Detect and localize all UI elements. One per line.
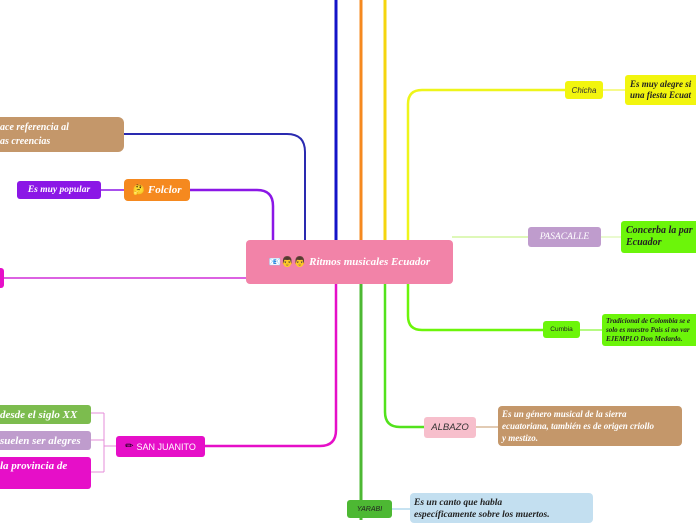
topic-es-muy-popular[interactable]: Es muy popular	[17, 181, 101, 199]
topic-la-provincia-de[interactable]: la provincia de	[0, 457, 91, 489]
topic-chicha[interactable]: Chicha	[565, 81, 603, 99]
envelope-people-icon: 📧👨👨	[268, 256, 307, 268]
folclor-label: Folclor	[147, 184, 182, 196]
es-muy-popular-label: Es muy popular	[27, 185, 91, 195]
central-topic-ritmos-musicales-ecuador[interactable]: 📧👨👨 Ritmos musicales Ecuador	[246, 240, 453, 284]
topic-pasacalle[interactable]: PASACALLE	[528, 227, 601, 247]
yarabi-description-line-2: específicamente sobre los muertos.	[414, 510, 550, 520]
pasacalle-description[interactable]: Concerba la par Ecuador	[621, 221, 696, 253]
cumbia-description-line-3: EJEMPLO Don Medardo.	[606, 334, 683, 343]
cumbia-description[interactable]: Tradicional de Colombia se e solo es nue…	[602, 314, 696, 346]
chicha-label: Chicha	[571, 85, 597, 95]
cumbia-label: Cumbia	[550, 326, 573, 333]
yarabi-label: YARABI	[356, 505, 383, 513]
creencias-line-1: ace referencia al	[0, 121, 69, 133]
albazo-description-line-3: y mestizo.	[502, 433, 538, 443]
topic-folclor[interactable]: 🤔 Folclor	[124, 179, 190, 201]
topic-creencias[interactable]: ace referencia al as creencias	[0, 117, 124, 152]
central-topic-label: Ritmos musicales Ecuador	[309, 256, 431, 268]
yarabi-description[interactable]: Es un canto que habla específicamente so…	[410, 493, 593, 523]
yarabi-description-line-1: Es un canto que habla	[414, 498, 503, 508]
pasacalle-description-line-2: Ecuador	[626, 237, 662, 248]
cumbia-description-line-2: solo es nuestro Pais si no var	[606, 325, 690, 334]
chicha-description-line-1: Es muy alegre si	[630, 79, 692, 89]
creencias-line-2: as creencias	[0, 135, 51, 147]
desde-el-siglo-label: desde el siglo XX	[0, 408, 78, 421]
pasacalle-label: PASACALLE	[539, 232, 590, 242]
la-provincia-de-label: la provincia de	[0, 460, 68, 472]
thinking-face-icon: 🤔	[132, 184, 145, 196]
albazo-description-line-1: Es un género musical de la sierra	[502, 409, 627, 419]
albazo-description[interactable]: Es un género musical de la sierra ecuato…	[498, 406, 682, 446]
chicha-description-line-2: una fiesta Ecuat	[630, 90, 692, 100]
topic-yarabi[interactable]: YARABI	[347, 500, 392, 518]
topic-san-juanito[interactable]: ✏ SAN JUANITO	[116, 436, 205, 457]
albazo-description-line-2: ecuatoriana, también es de origen crioll…	[502, 421, 654, 431]
topic-albazo[interactable]: ALBAZO	[424, 417, 476, 438]
topic-cumbia[interactable]: Cumbia	[543, 321, 580, 338]
albazo-label: ALBAZO	[431, 422, 469, 433]
magenta-topic-stub[interactable]	[0, 268, 4, 288]
cumbia-description-line-1: Tradicional de Colombia se e	[606, 316, 691, 325]
chicha-description[interactable]: Es muy alegre si una fiesta Ecuat	[625, 75, 696, 105]
suelen-ser-alegres-label: suelen ser alegres	[0, 434, 81, 447]
pasacalle-description-line-1: Concerba la par	[626, 225, 693, 236]
san-juanito-label: SAN JUANITO	[136, 441, 196, 452]
topic-desde-el-siglo-xx[interactable]: desde el siglo XX	[0, 405, 91, 424]
pencil-icon: ✏	[125, 441, 134, 452]
topic-suelen-ser-alegres[interactable]: suelen ser alegres	[0, 431, 91, 450]
